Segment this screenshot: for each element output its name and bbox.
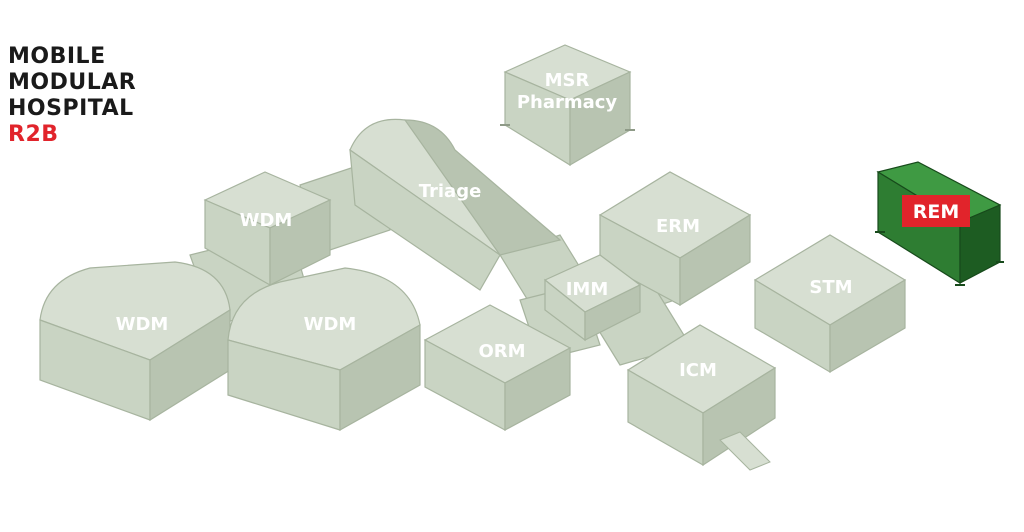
label-rem: REM: [913, 201, 960, 223]
module-triage[interactable]: [349, 118, 562, 291]
module-wdm-left[interactable]: [39, 261, 231, 422]
module-imm[interactable]: [543, 254, 642, 342]
label-pharmacy: Pharmacy: [517, 92, 618, 113]
rem-badge: [902, 195, 970, 227]
label-wdm-mid: WDM: [304, 314, 357, 335]
module-labels: MSR Pharmacy Triage WDM WDM WDM ERM IMM …: [116, 70, 960, 381]
label-msr: MSR: [545, 70, 590, 91]
title-highlight: R2B: [8, 122, 59, 147]
module-erm[interactable]: [598, 171, 752, 307]
label-triage: Triage: [419, 181, 482, 202]
module-stm[interactable]: [753, 234, 907, 374]
title-line-1: MOBILE: [8, 44, 106, 69]
label-icm: ICM: [679, 360, 717, 381]
label-wdm-left: WDM: [116, 314, 169, 335]
module-wdm-top[interactable]: [203, 171, 332, 287]
label-imm: IMM: [566, 279, 609, 300]
module-wdm-mid[interactable]: [227, 267, 421, 432]
module-orm[interactable]: [423, 304, 572, 432]
module-icm[interactable]: [626, 324, 777, 471]
module-msr-pharmacy[interactable]: [500, 44, 635, 167]
title-line-2: MODULAR: [8, 70, 137, 95]
title-line-3: HOSPITAL: [8, 96, 134, 121]
label-erm: ERM: [656, 216, 700, 237]
label-orm: ORM: [478, 341, 525, 362]
label-wdm-top: WDM: [240, 210, 293, 231]
label-stm: STM: [809, 277, 852, 298]
icm-ramp: [719, 431, 771, 471]
diagram-title: MOBILE MODULAR HOSPITAL R2B: [8, 44, 136, 148]
